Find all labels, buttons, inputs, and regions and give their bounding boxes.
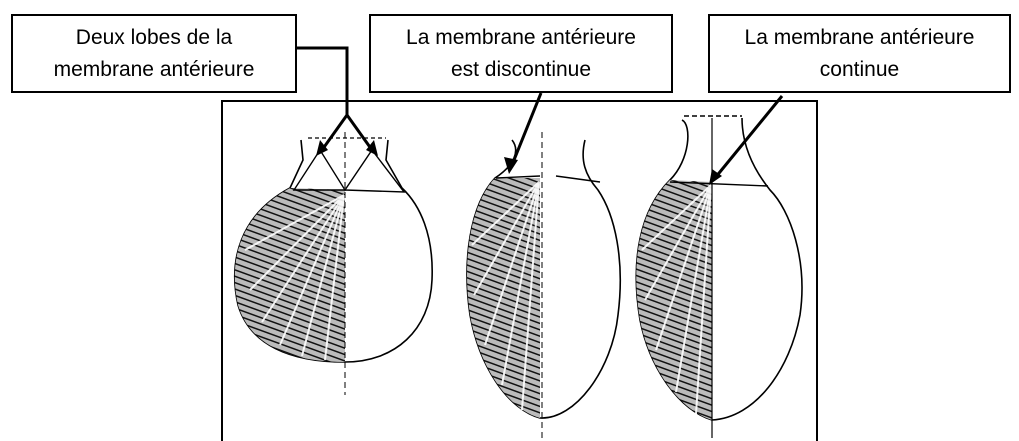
specimen-middle <box>467 132 620 440</box>
leader-continuous <box>715 96 782 178</box>
specimen-right <box>636 116 802 438</box>
leader-two-lobes <box>297 48 372 150</box>
specimen-left <box>235 132 432 395</box>
specimen-left-membrane-lobe-left <box>294 150 345 190</box>
arrowhead-discontinuous <box>504 157 518 174</box>
leader-discontinuous <box>512 93 541 165</box>
specimen-left-membrane-lobe-right <box>345 150 404 192</box>
